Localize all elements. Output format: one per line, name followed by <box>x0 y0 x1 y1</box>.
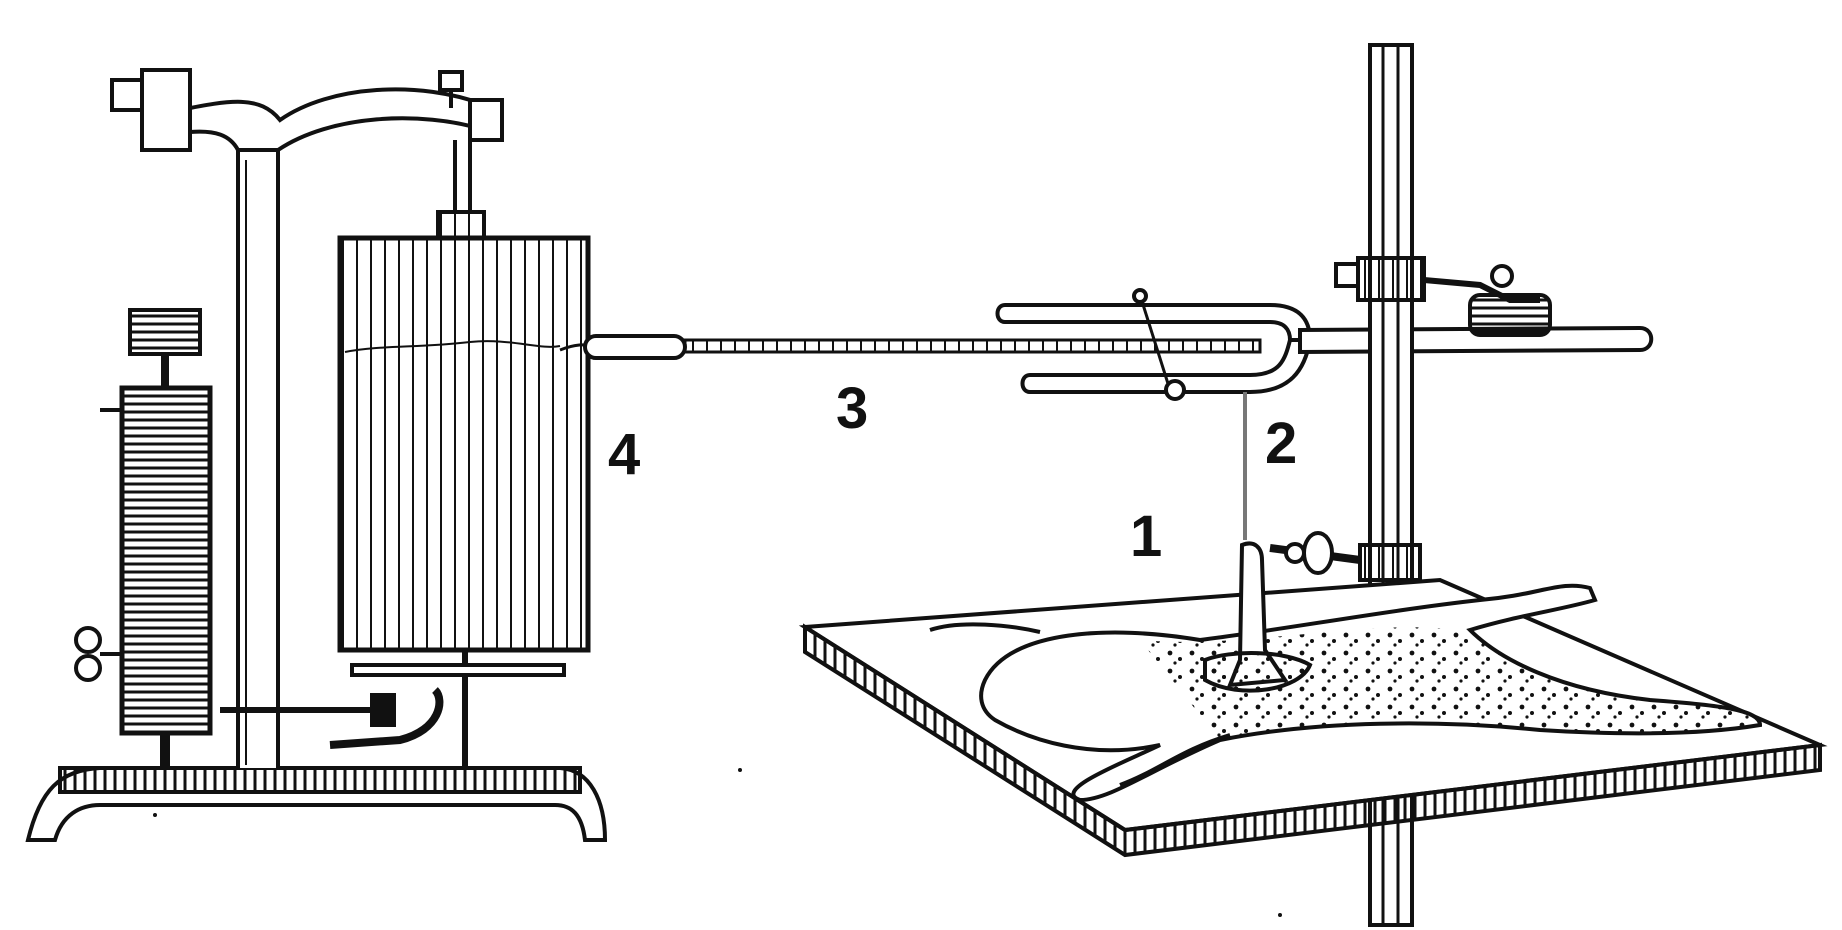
drum-cap <box>436 210 486 240</box>
fork-upper-prong <box>995 303 1313 342</box>
callout-2: 2 <box>1265 411 1298 476</box>
callout-1: 1 <box>1130 504 1163 569</box>
drum-trace <box>344 340 561 353</box>
callout-3: 3 <box>836 376 869 441</box>
kymograph <box>25 68 608 842</box>
clockwork-motor <box>119 385 213 736</box>
kymograph-arm <box>177 87 487 152</box>
lever-tip <box>583 334 687 360</box>
arm-clamp <box>140 68 192 152</box>
kymograph-base-rim <box>58 766 582 794</box>
callout-4: 4 <box>608 422 641 487</box>
fork-holder <box>995 288 1654 540</box>
fork-lower-prong <box>1020 338 1313 394</box>
frog-board <box>798 541 1828 858</box>
kymograph-column <box>236 133 280 768</box>
recording-drum <box>337 235 591 653</box>
winding-key-icon <box>74 626 102 654</box>
board-edge <box>803 623 1822 858</box>
lever-rod <box>683 338 1262 354</box>
writing-lever <box>559 334 1262 360</box>
